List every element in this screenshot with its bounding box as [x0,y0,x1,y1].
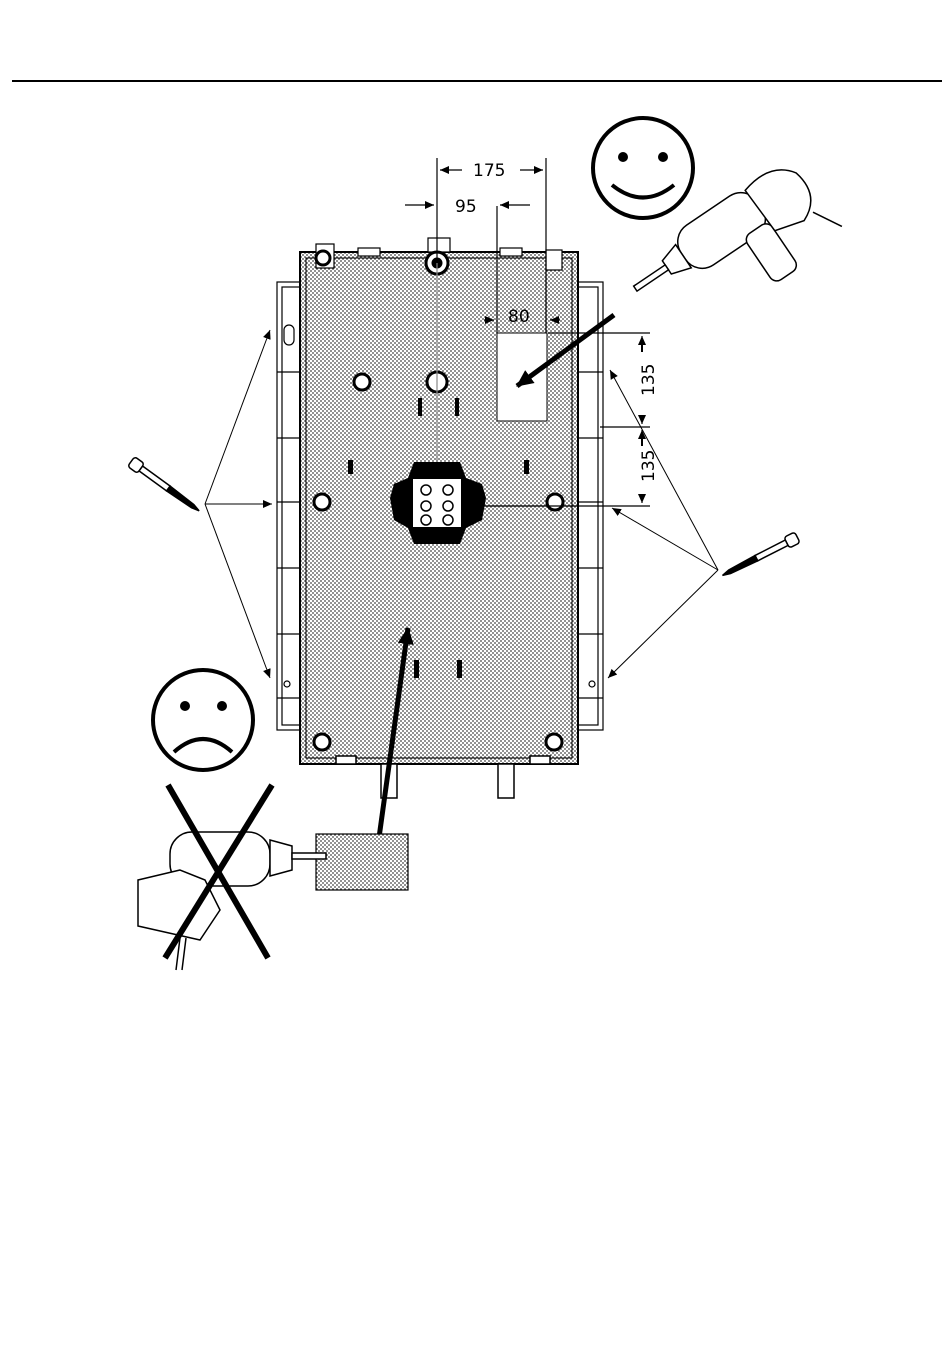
drill-zone-forbidden-sample [316,834,408,890]
drill-zone-allowed [497,333,547,421]
dimension-95: 95 [455,197,477,217]
screw-icon [128,457,203,516]
smiley-sad-icon [153,670,253,770]
smiley-happy-icon [593,118,693,218]
dimension-80: 80 [508,307,530,327]
dimension-175: 175 [473,161,505,181]
screw-icon-right [720,532,800,581]
drill-crossed-icon [138,785,326,970]
dimension-135-upper: 135 [639,364,659,396]
